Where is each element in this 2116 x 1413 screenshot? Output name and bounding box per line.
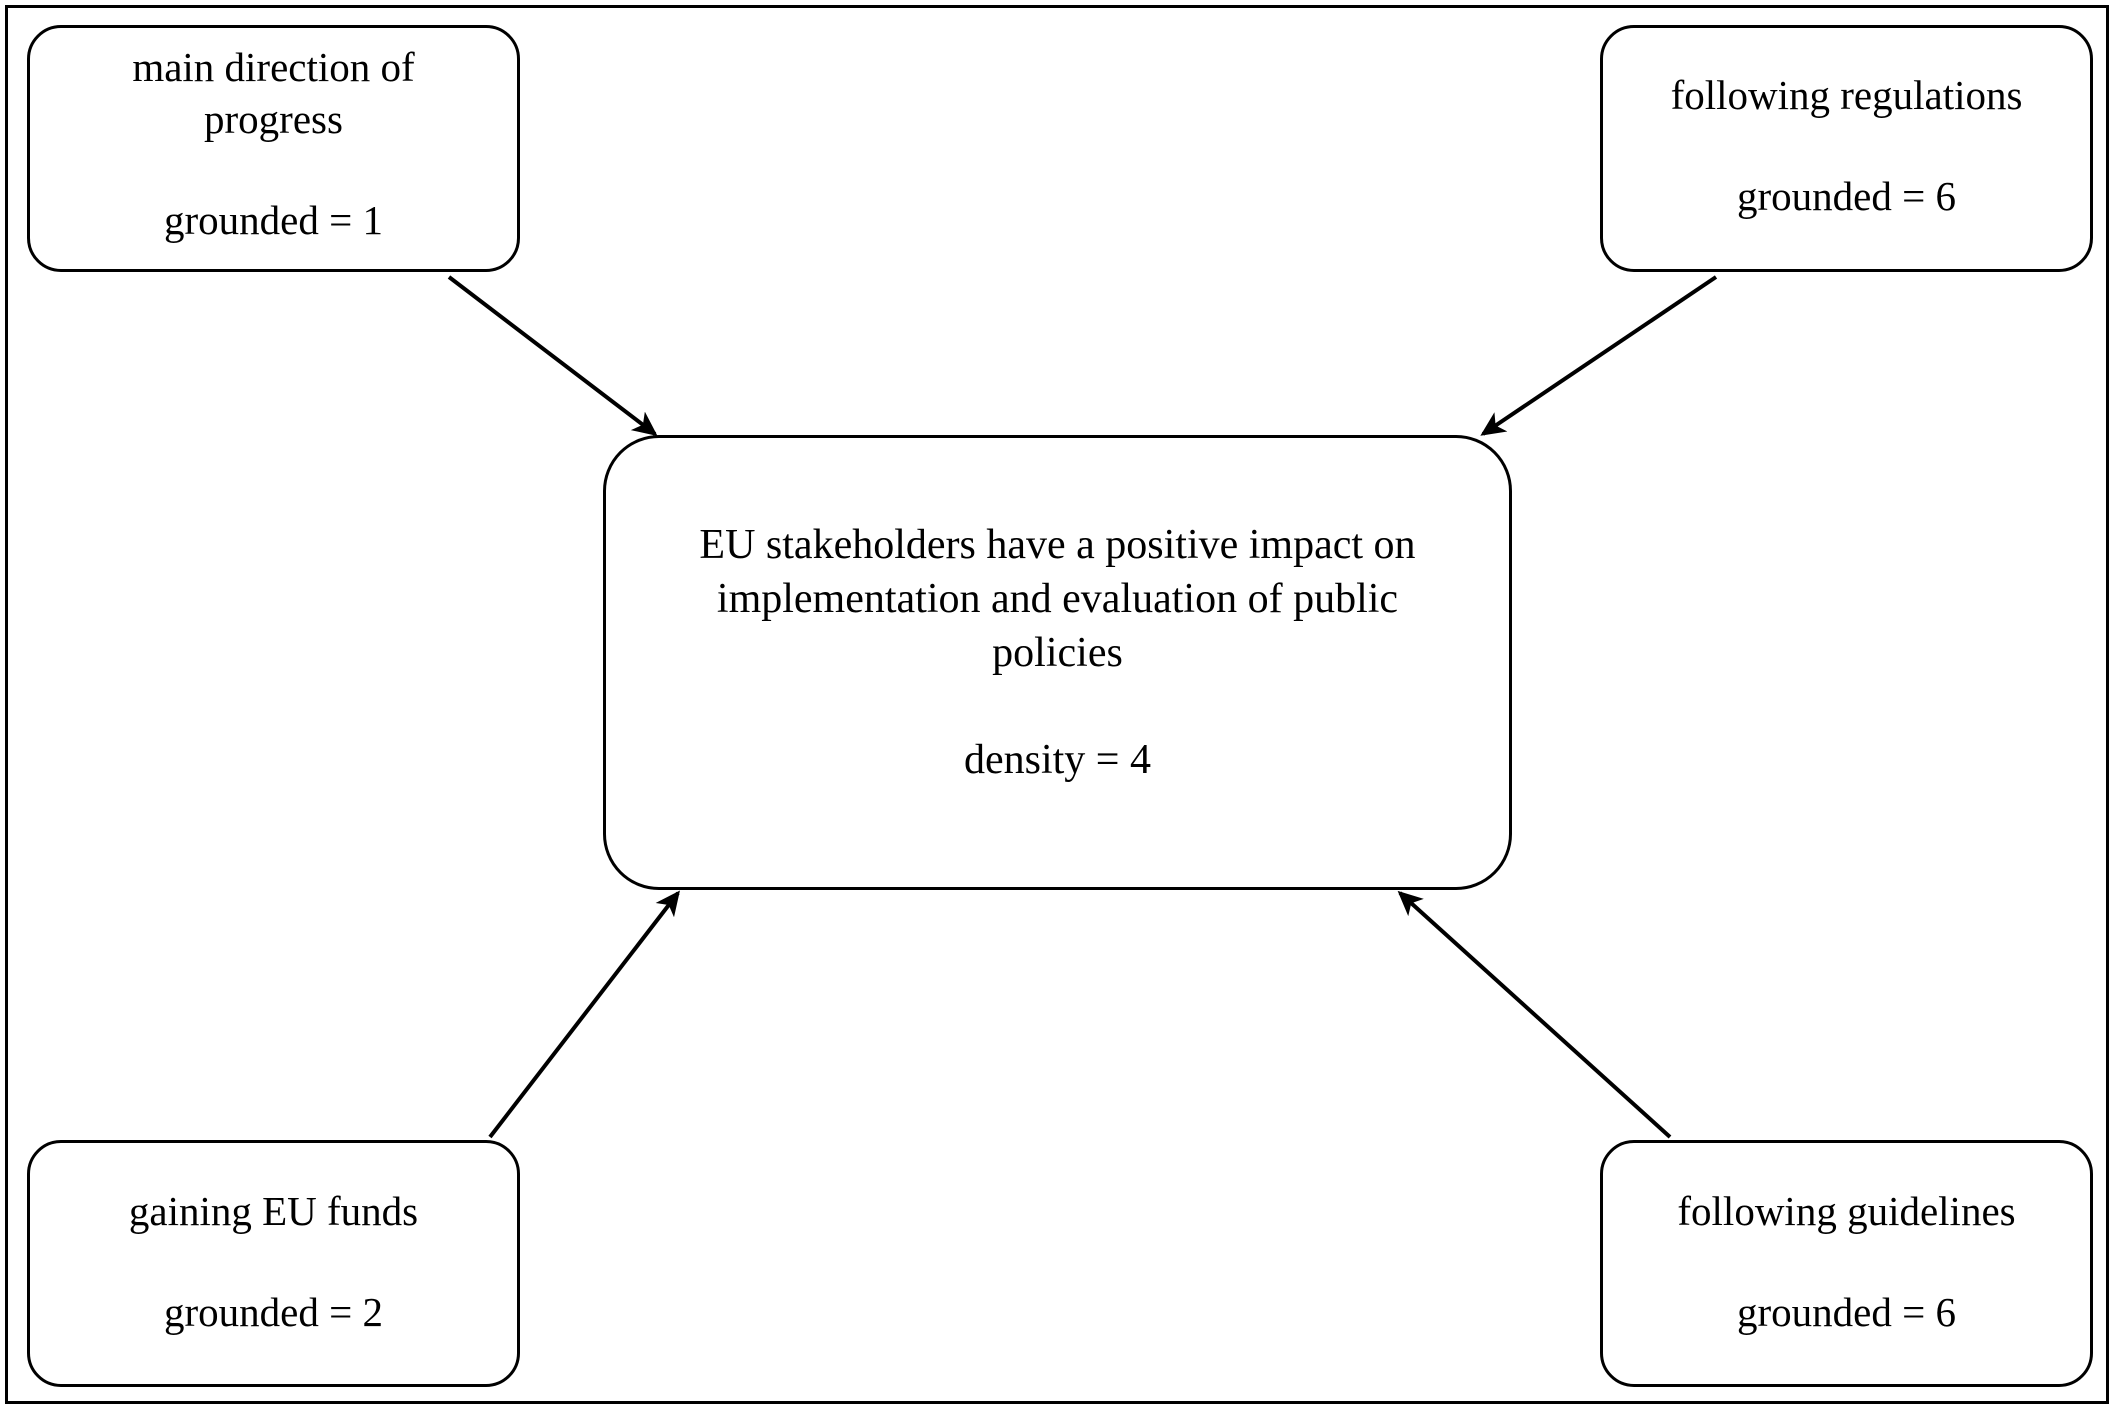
node-gaining-eu-funds[interactable]: gaining EU funds grounded = 2 xyxy=(27,1140,520,1387)
edge-bottom-right-to-center xyxy=(1397,890,1672,1139)
node-title: gaining EU funds xyxy=(128,1188,419,1235)
node-metric: grounded = 2 xyxy=(164,1288,383,1335)
node-title: following guidelines xyxy=(1677,1188,2016,1235)
edge-top-right-to-center xyxy=(1480,275,1718,436)
node-main-direction-of-progress[interactable]: main direction of progress grounded = 1 xyxy=(27,25,520,272)
node-metric: grounded = 6 xyxy=(1737,1288,1956,1335)
edge-top-left-to-center xyxy=(447,275,658,436)
node-following-guidelines[interactable]: following guidelines grounded = 6 xyxy=(1600,1140,2093,1387)
node-title: main direction of progress xyxy=(132,43,415,143)
node-eu-stakeholders-positive-impact[interactable]: EU stakeholders have a positive impact o… xyxy=(603,435,1512,890)
node-title: following regulations xyxy=(1670,72,2023,119)
diagram-frame-border xyxy=(5,5,2109,1404)
node-title: EU stakeholders have a positive impact o… xyxy=(699,522,1416,676)
edge-bottom-left-to-center xyxy=(488,890,680,1139)
node-following-regulations[interactable]: following regulations grounded = 6 xyxy=(1600,25,2093,272)
node-metric: grounded = 6 xyxy=(1737,172,1956,219)
node-metric: density = 4 xyxy=(963,737,1151,784)
node-metric: grounded = 1 xyxy=(164,196,383,243)
